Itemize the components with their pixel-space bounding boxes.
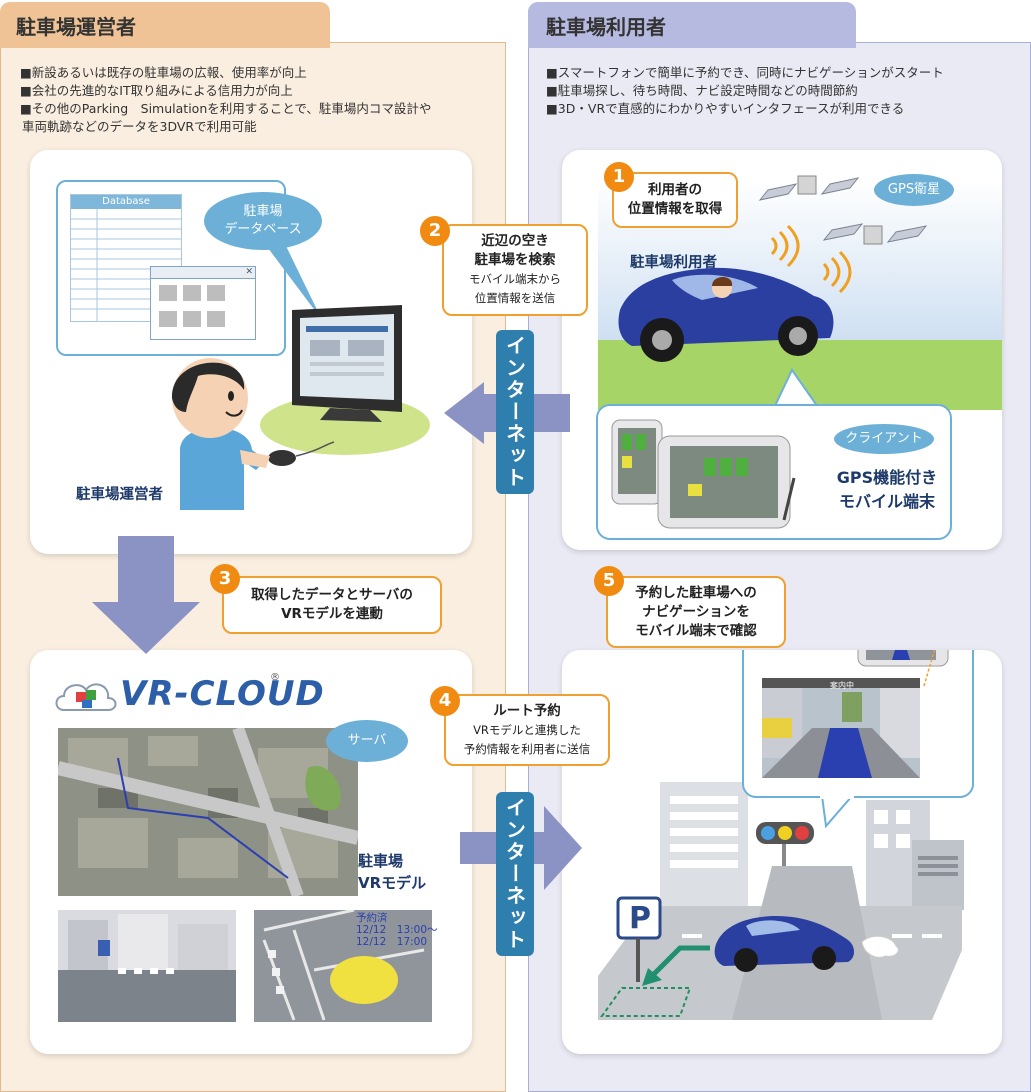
label-line: モバイル端末	[838, 492, 935, 511]
client-bubble: クライアント	[834, 424, 934, 454]
step-line: 駐車場を検索	[474, 252, 556, 268]
step-line: 予約した駐車場への	[635, 585, 757, 601]
nav-screen-title: 案内中	[830, 681, 854, 690]
phone-preview-icon	[857, 650, 949, 667]
label-line: GPS機能付き	[836, 468, 938, 487]
user-tab: 駐車場利用者	[528, 2, 856, 48]
reservation-overlay: 予約済 12/12 13:00〜 12/12 17:00	[356, 912, 438, 948]
reserved-lot-image	[254, 910, 432, 1022]
navigation-screen-box: 案内中	[742, 650, 974, 798]
step-2-bubble: 近辺の空き 駐車場を検索 モバイル端末から 位置情報を送信	[442, 224, 588, 316]
overlay-line: 12/12 17:00	[356, 936, 428, 948]
step-subline: 予約情報を利用者に送信	[463, 742, 591, 756]
step-1-bubble: 利用者の 位置情報を取得	[612, 172, 738, 228]
step-line: 取得したデータとサーバの	[251, 587, 413, 603]
gps-satellite-bubble: GPS衛星	[874, 174, 954, 206]
close-icon: ✕	[245, 267, 253, 277]
operator-illustration	[171, 246, 430, 510]
step-4-number: 4	[430, 686, 460, 716]
operator-label: 駐車場運営者	[76, 487, 163, 503]
vr-cloud-logo: VR-CLOUD	[120, 674, 325, 714]
bubble-line: データベース	[224, 222, 302, 237]
step-1-number: 1	[604, 162, 634, 192]
street-vr-image	[58, 910, 236, 1022]
aerial-vr-model-image	[58, 728, 358, 896]
user-scene-illustration	[598, 175, 1002, 412]
overlay-line: 12/12 13:00〜	[356, 924, 438, 936]
step-line: ナビゲーションを	[642, 604, 750, 620]
client-device-box: クライアント GPS機能付き モバイル端末	[596, 404, 952, 540]
step-line: 近辺の空き	[481, 233, 549, 249]
internet-bar-top: インターネット	[496, 330, 534, 494]
step-subline: VRモデルと連携した	[473, 723, 581, 737]
operator-tab: 駐車場運営者	[0, 2, 330, 48]
step-subline: モバイル端末から	[469, 272, 561, 286]
bullet: ■会社の先進的なIT取り組みによる信用力が向上	[20, 83, 293, 98]
bubble-line: 駐車場	[243, 204, 283, 219]
step-4-bubble: ルート予約 VRモデルと連携した 予約情報を利用者に送信	[444, 694, 610, 766]
operator-bullets: ■新設あるいは既存の駐車場の広報、使用率が向上 ■会社の先進的なIT取り組みによ…	[20, 64, 431, 136]
city-parking-illustration	[598, 782, 964, 1020]
database-bubble: 駐車場 データベース	[204, 192, 322, 250]
user-bullets: ■スマートフォンで簡単に予約でき、同時にナビゲーションがスタート ■駐車場探し、…	[546, 64, 944, 118]
bullet: ■3D・VRで直感的にわかりやすいインタフェースが利用できる	[546, 101, 905, 116]
database-table: Database	[70, 194, 182, 322]
parking-sign: P	[629, 901, 651, 936]
mobile-label: GPS機能付き モバイル端末	[832, 466, 942, 514]
label-line: 駐車場	[358, 852, 404, 870]
down-arrow	[92, 536, 200, 654]
server-card: VR-CLOUD ® サーバ 駐車場 VRモデル 予約済 12/12 13:00…	[30, 650, 472, 1054]
step-subline: 位置情報を送信	[474, 291, 556, 305]
bullet: ■その他のParking Simulationを利用することで、駐車場内コマ設計…	[20, 101, 432, 116]
step-5-bubble: 予約した駐車場への ナビゲーションを モバイル端末で確認	[606, 576, 786, 648]
operator-card: Database ✕ 駐車場 データベース	[30, 150, 472, 554]
navigation-view-image	[762, 678, 920, 778]
cloud-logo-icon	[55, 683, 117, 711]
nav-bubble-tail	[820, 796, 854, 829]
bullet: ■駐車場探し、待ち時間、ナビ設定時間などの時間節約	[546, 83, 858, 98]
mobile-device-illustration	[611, 419, 796, 529]
overlay-line: 予約済	[356, 912, 388, 924]
form-window: ✕	[150, 266, 256, 340]
internet-bar-bottom: インターネット	[496, 792, 534, 956]
label-line: VRモデル	[358, 874, 427, 892]
step-line: ルート予約	[493, 703, 561, 719]
form-fields	[159, 285, 225, 327]
bullet: ■スマートフォンで簡単に予約でき、同時にナビゲーションがスタート	[546, 65, 944, 80]
vr-model-label: 駐車場 VRモデル	[358, 850, 426, 894]
bullet: 車両軌跡などのデータを3DVRで利用可能	[22, 119, 257, 134]
step-line: 利用者の	[648, 182, 702, 198]
dashed-connector	[923, 650, 936, 686]
step-3-bubble: 取得したデータとサーバの VRモデルを連動	[222, 576, 442, 634]
bullet: ■新設あるいは既存の駐車場の広報、使用率が向上	[20, 65, 307, 80]
database-title: Database	[71, 195, 181, 209]
step-5-number: 5	[594, 566, 624, 596]
server-bubble: サーバ	[326, 720, 408, 762]
user-label: 駐車場利用者	[630, 255, 717, 271]
registered-mark: ®	[270, 672, 280, 683]
step-2-number: 2	[420, 216, 450, 246]
step-line: モバイル端末で確認	[635, 623, 757, 639]
step-line: VRモデルを連動	[281, 606, 383, 622]
navigation-card: P 案内中	[562, 650, 1002, 1054]
step-3-number: 3	[210, 564, 240, 594]
step-line: 位置情報を取得	[627, 201, 723, 217]
